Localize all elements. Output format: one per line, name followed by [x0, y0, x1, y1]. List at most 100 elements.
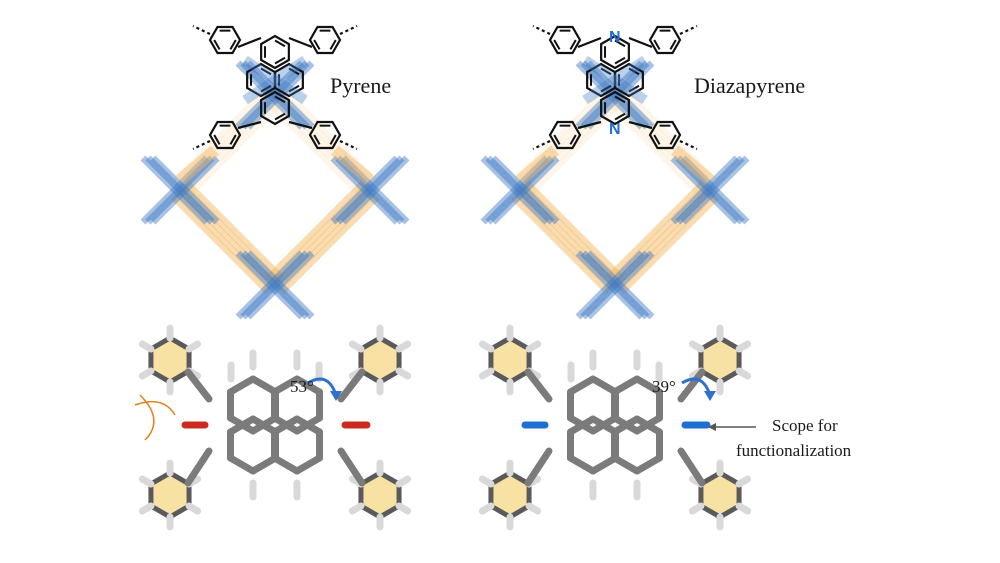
double-bond [653, 39, 661, 50]
nitrogen-atom: N [609, 29, 621, 46]
double-bond [213, 39, 221, 50]
double-bond [569, 39, 577, 50]
node-cross [670, 155, 740, 225]
node-cross [235, 250, 305, 320]
double-bond [329, 134, 337, 145]
orange-strut [170, 85, 271, 186]
double-bond [288, 67, 300, 76]
orange-strut [269, 184, 369, 284]
double-bond [274, 112, 286, 121]
pyrene-linker [176, 25, 374, 185]
node-cross [150, 155, 220, 225]
core-bond [566, 454, 597, 475]
phenyl-link [337, 368, 366, 403]
double-bond [553, 134, 561, 145]
double-bond [628, 67, 640, 76]
orange-strut [514, 89, 614, 189]
node-cross [485, 155, 555, 225]
node-cross [240, 250, 310, 320]
node-cross [240, 60, 310, 130]
pyrene-torsion-angle: 53° [290, 377, 314, 396]
phenyl-ring [308, 120, 342, 150]
double-bond [600, 84, 612, 93]
orange-strut [510, 85, 611, 186]
core-highlight [242, 55, 308, 105]
phenyl-link [184, 368, 213, 403]
diazapyrene-torsion-angle: 39° [652, 377, 676, 396]
node-cross [575, 250, 645, 320]
phenyl-link [677, 447, 706, 487]
orange-strut [521, 96, 621, 196]
orange-strut [170, 194, 271, 295]
extension-dash [532, 25, 551, 35]
bond [288, 36, 313, 49]
hydrogen-bond [525, 340, 542, 353]
orange-strut [272, 92, 373, 193]
orange-strut [265, 180, 366, 281]
hydrogen-bond [735, 367, 752, 380]
orange-strut [276, 89, 376, 189]
phenyl-link [524, 368, 553, 403]
hydrogen-bond [395, 475, 412, 488]
pyrene-stick-model [134, 324, 412, 531]
orange-strut [616, 191, 716, 291]
phenyl-ring [208, 25, 242, 55]
double-bond [213, 134, 221, 145]
core-bond [270, 415, 301, 436]
phenyl-link [337, 447, 366, 487]
core-bond [610, 415, 641, 436]
node-cross [585, 250, 655, 320]
hydrogen-bond [395, 340, 412, 353]
diazapyrene-label: Diazapyrene [694, 73, 805, 98]
linker-arm [671, 145, 714, 185]
orange-strut [609, 184, 709, 284]
core-bond [270, 454, 301, 475]
node-cross [145, 155, 215, 225]
orange-strut [174, 89, 274, 189]
phenyl-ring-3d [698, 335, 742, 385]
orange-strut [184, 180, 285, 281]
double-bond [653, 134, 661, 145]
core-bond [633, 454, 664, 475]
node-cross [580, 60, 650, 130]
phenyl-ring-3d [488, 335, 532, 385]
hydrogen-bond [525, 502, 542, 515]
core-bond [293, 454, 324, 475]
double-bond [600, 67, 612, 76]
double-bond [669, 134, 677, 145]
bond [628, 120, 653, 130]
node-cross [150, 155, 220, 225]
node-cross [245, 250, 315, 320]
bond [577, 36, 602, 49]
core-bond [566, 375, 597, 396]
node-cross [335, 155, 405, 225]
pore [205, 135, 345, 255]
extension-dash [679, 25, 698, 35]
node-cross [340, 155, 410, 225]
bond [628, 36, 653, 49]
orange-strut [181, 96, 281, 196]
orange-strut [514, 191, 614, 291]
double-bond [229, 134, 237, 145]
double-bond [614, 56, 626, 65]
core-highlight [582, 55, 648, 105]
core-bond [633, 375, 664, 396]
phenyl-ring [308, 25, 342, 55]
double-bond [628, 84, 640, 93]
node-cross [235, 250, 305, 320]
phenyl-ring-3d [358, 335, 402, 385]
core-ring-bottom [600, 90, 630, 126]
orange-strut [276, 191, 376, 291]
double-bond [229, 39, 237, 50]
hydrogen-bond [688, 340, 705, 353]
core-bond [293, 415, 324, 436]
diazapyrene-linker: NN [516, 25, 714, 185]
node-cross [480, 155, 550, 225]
orange-strut [517, 92, 618, 193]
orange-strut [524, 180, 625, 281]
double-bond [260, 84, 272, 93]
hydrogen-bond [348, 502, 365, 515]
core-bond [293, 375, 324, 396]
hydrogen-bond [478, 475, 495, 488]
double-bond [313, 39, 321, 50]
